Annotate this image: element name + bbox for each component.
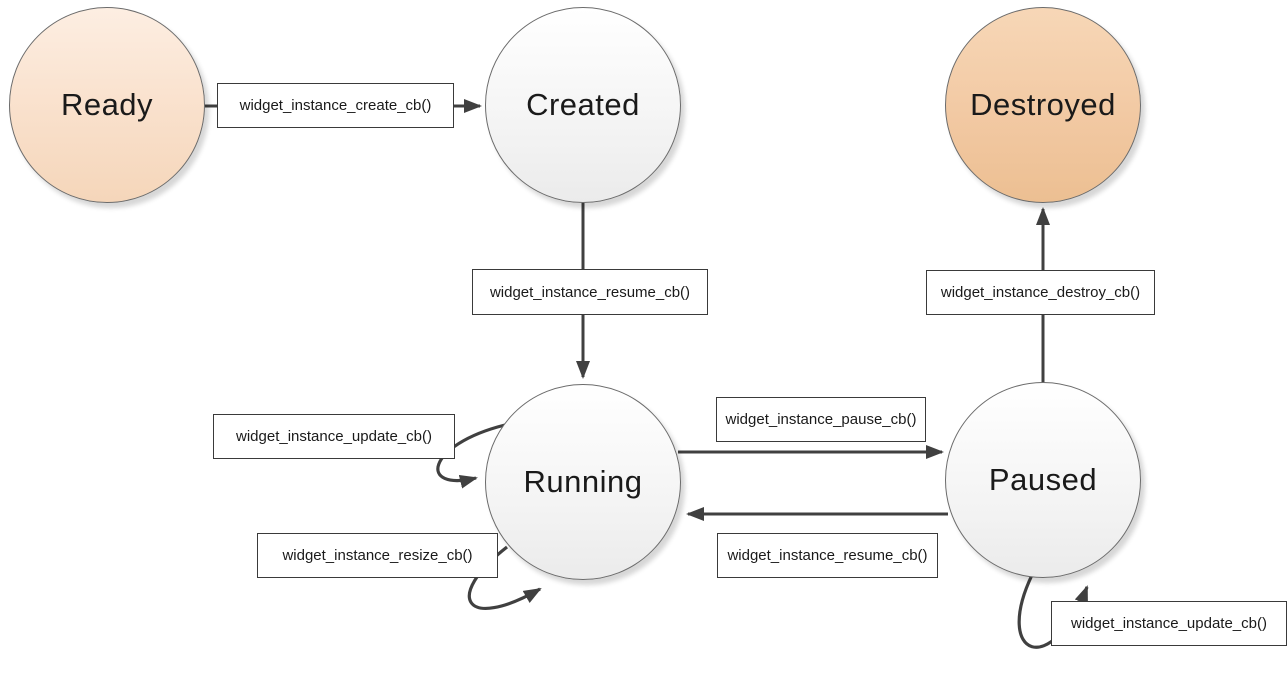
transition-label-create: widget_instance_create_cb() xyxy=(217,83,454,128)
state-node-running: Running xyxy=(485,384,681,580)
transition-label-text: widget_instance_resume_cb() xyxy=(489,283,691,301)
state-node-paused: Paused xyxy=(945,382,1141,578)
state-node-ready: Ready xyxy=(9,7,205,203)
transition-label-update-paused: widget_instance_update_cb() xyxy=(1051,601,1287,646)
transition-label-text: widget_instance_update_cb() xyxy=(1071,615,1267,632)
transition-label-text: widget_instance_destroy_cb() xyxy=(940,284,1141,301)
transition-label-destroy: widget_instance_destroy_cb() xyxy=(926,270,1155,315)
state-label-paused: Paused xyxy=(988,462,1098,497)
state-label-running: Running xyxy=(523,464,643,499)
transition-label-resume-created-running: widget_instance_resume_cb() xyxy=(472,269,708,315)
state-label-ready: Ready xyxy=(60,87,154,122)
transition-label-text: widget_instance_resume_cb() xyxy=(727,547,928,564)
transition-label-resize: widget_instance_resize_cb() xyxy=(257,533,498,578)
transition-label-resume-paused-running: widget_instance_resume_cb() xyxy=(717,533,938,578)
transition-label-update-running: widget_instance_update_cb() xyxy=(213,414,455,459)
state-label-destroyed: Destroyed xyxy=(970,87,1116,122)
transition-label-text: widget_instance_update_cb() xyxy=(236,428,432,445)
state-label-created: Created xyxy=(526,87,640,122)
transition-label-text: widget_instance_pause_cb() xyxy=(725,411,917,428)
state-node-destroyed: Destroyed xyxy=(945,7,1141,203)
state-node-created: Created xyxy=(485,7,681,203)
transition-label-pause: widget_instance_pause_cb() xyxy=(716,397,926,442)
arrow-running-update-loop xyxy=(436,423,506,489)
transition-label-text: widget_instance_resize_cb() xyxy=(282,547,473,564)
transition-label-text: widget_instance_create_cb() xyxy=(239,97,432,114)
